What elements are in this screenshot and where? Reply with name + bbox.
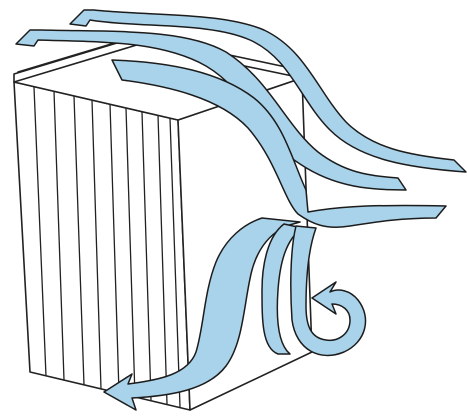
vortex-arrow-icon xyxy=(291,226,366,355)
